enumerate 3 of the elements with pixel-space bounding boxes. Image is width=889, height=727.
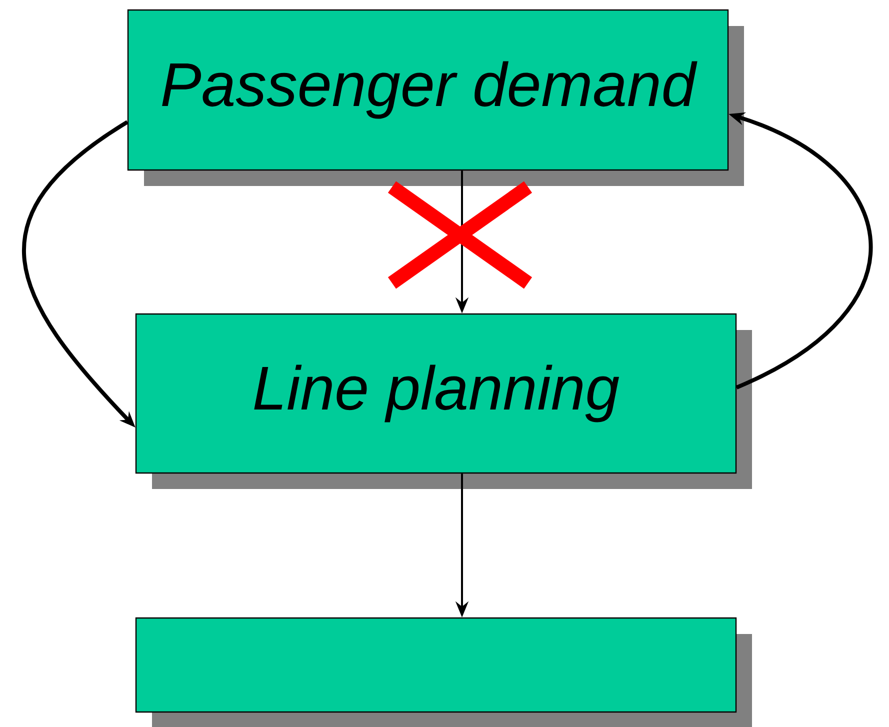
empty-box [135,617,752,727]
process-box: Passenger demand [127,9,744,186]
process-box: Line planning [135,313,752,489]
